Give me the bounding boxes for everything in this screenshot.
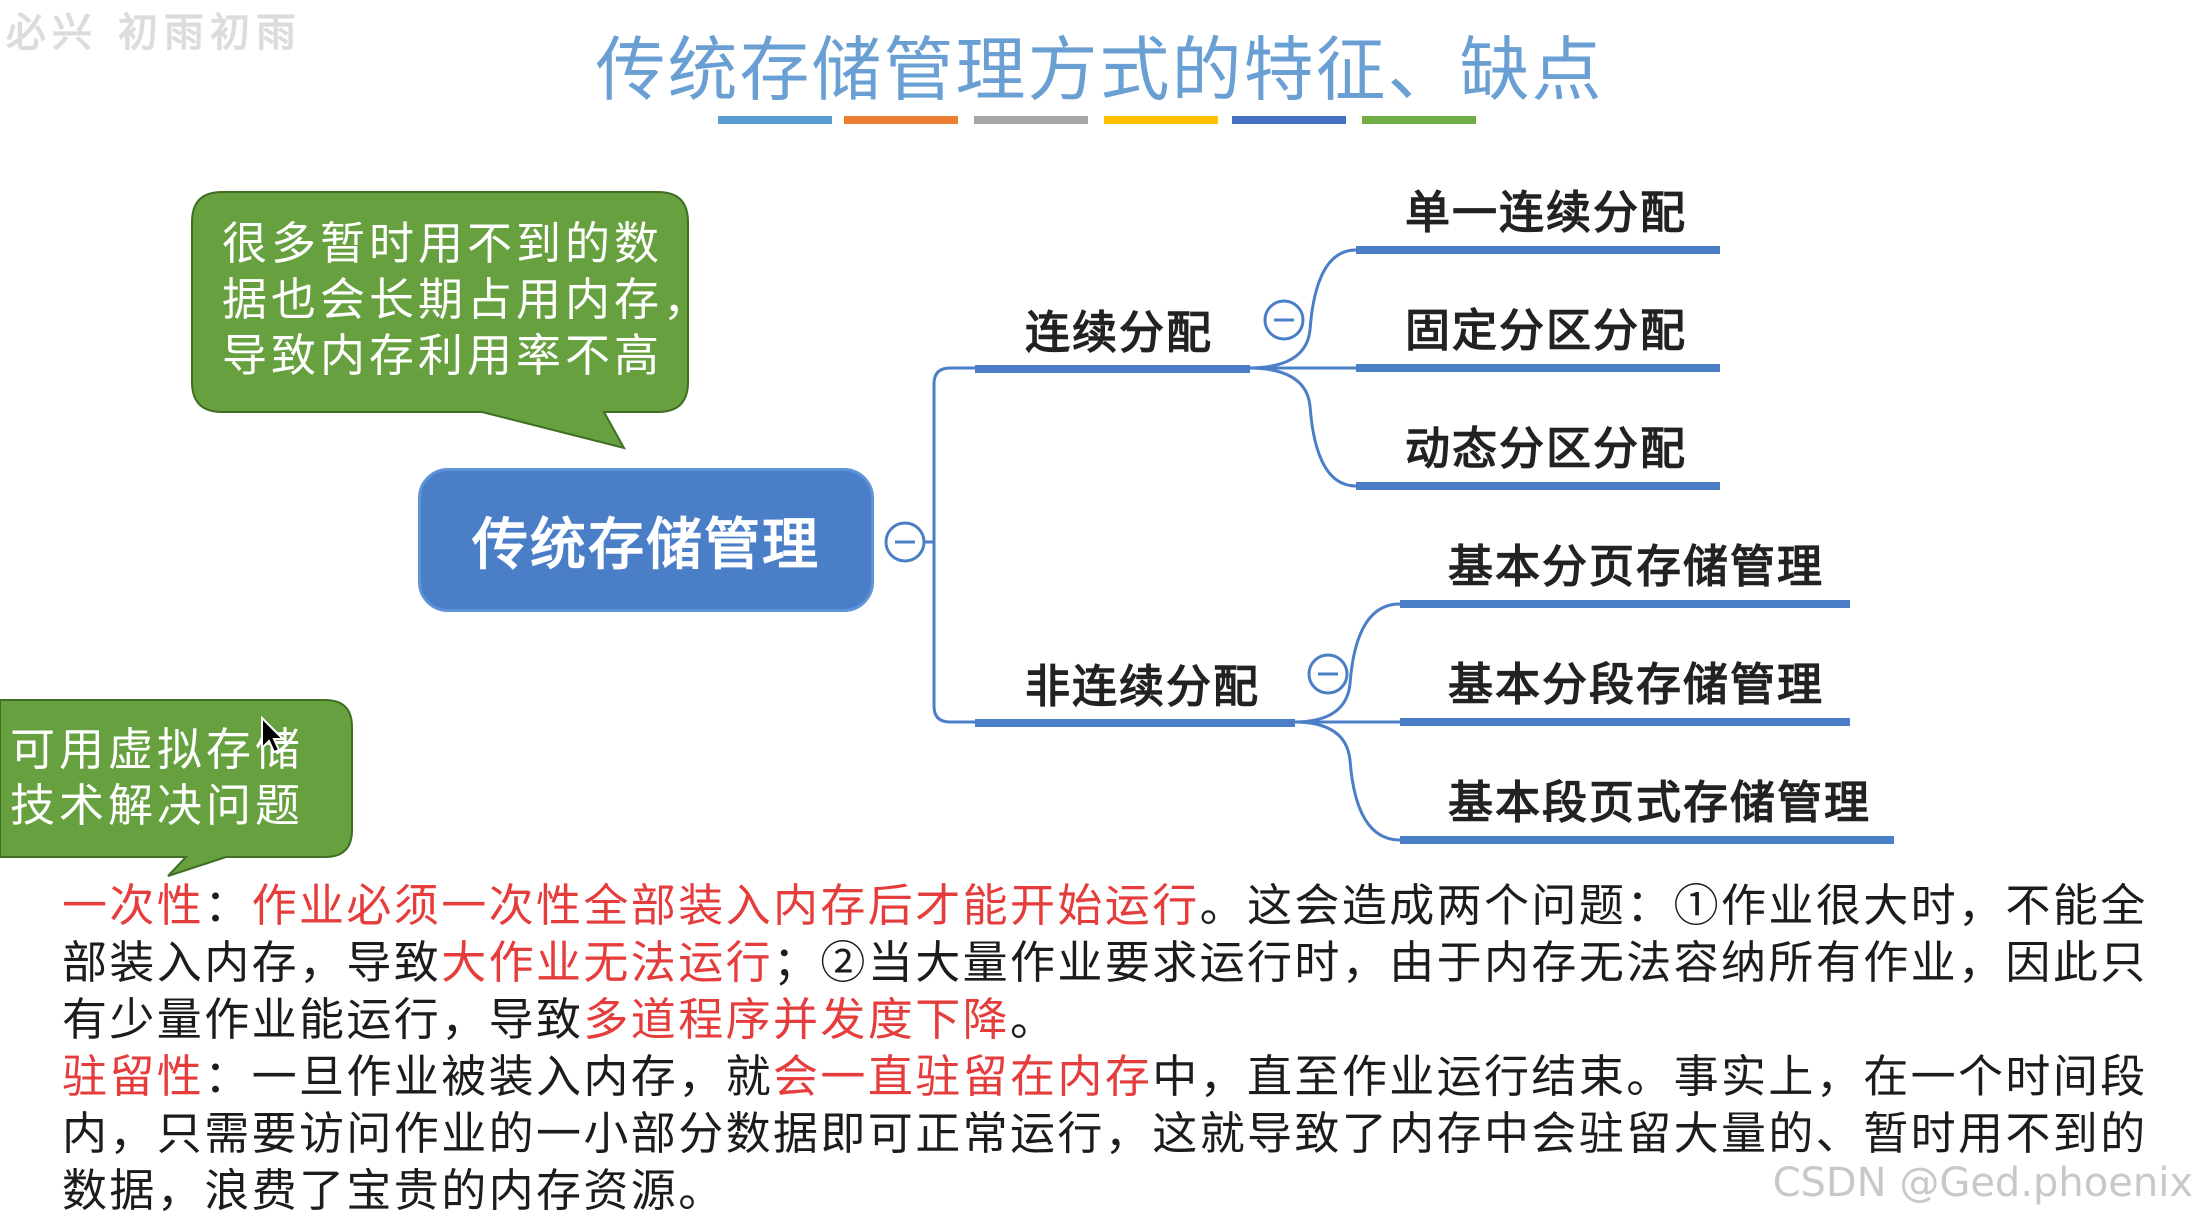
underline-segment-6 <box>1362 116 1476 124</box>
branch-label-noncontiguous[interactable]: 非连续分配 <box>1025 660 1261 713</box>
csdn-watermark: CSDN @Ged.phoenix <box>1772 1160 2193 1206</box>
callout-top-text: 很多暂时用不到的数 据也会长期占用内存， 导致内存利用率不高 <box>222 216 712 384</box>
branch1-to-child3 <box>1247 366 1357 488</box>
callout-left-text: 可用虚拟存储 技术解决问题 <box>10 722 304 834</box>
paragraph-one-time: 一次性：作业必须一次性全部装入内存后才能开始运行。这会造成两个问题：①作业很大时… <box>62 877 2172 1048</box>
leaf-underline-1 <box>1356 246 1720 254</box>
root-collapse-icon[interactable] <box>884 521 926 563</box>
highlight-span: 多道程序并发度下降 <box>583 993 1011 1046</box>
term-one-time: 一次性 <box>62 879 205 932</box>
page-title: 传统存储管理方式的特征、缺点 <box>595 29 1604 111</box>
branch2-collapse-icon[interactable] <box>1307 653 1349 695</box>
leaf-underline-4 <box>1400 600 1850 608</box>
body-text: 一次性：作业必须一次性全部装入内存后才能开始运行。这会造成两个问题：①作业很大时… <box>62 877 2172 1219</box>
underline-segment-2 <box>844 116 958 124</box>
callout-top-shape <box>191 191 689 450</box>
trunk-down <box>932 542 975 724</box>
callout-bubbles <box>0 191 689 877</box>
branch2-underline <box>975 719 1295 727</box>
leaf-underline-6 <box>1400 836 1894 844</box>
leaf-label[interactable]: 固定分区分配 <box>1405 304 1688 357</box>
trunk-up <box>932 366 975 542</box>
mouse-cursor-icon <box>261 716 286 754</box>
branch2-to-child3 <box>1293 720 1401 842</box>
branch-label-contiguous[interactable]: 连续分配 <box>1025 306 1214 359</box>
callout-left-line: 可用虚拟存储 <box>10 723 305 776</box>
branch1-to-child1 <box>1247 248 1357 370</box>
leaf-label[interactable]: 基本分段存储管理 <box>1448 658 1825 711</box>
leaf-underline-3 <box>1356 482 1720 490</box>
mindmap-connectors <box>884 246 1894 844</box>
text-span: ： <box>204 879 252 932</box>
top-left-watermark: 必兴 初雨初雨 <box>6 10 302 56</box>
text-span: ：一旦作业被装入内存，就 <box>204 1050 774 1103</box>
branch1-collapse-icon[interactable] <box>1263 299 1305 341</box>
underline-segment-3 <box>974 116 1088 124</box>
branch2-to-child1 <box>1293 602 1401 724</box>
highlight-span: 会一直驻留在内存 <box>773 1050 1153 1103</box>
text-span: 。这会造成两个问题：①作业很大时，不能全部装入内存，导致 <box>62 879 2148 989</box>
paragraph-residency: 驻留性：一旦作业被装入内存，就会一直驻留在内存中，直至作业运行结束。事实上，在一… <box>62 1048 2172 1219</box>
title-underline <box>718 116 1476 124</box>
text-span: 。 <box>1010 993 1058 1046</box>
highlight-span: 大作业无法运行 <box>441 936 774 989</box>
highlight-span: 作业必须一次性全部装入内存后才能开始运行 <box>251 879 1200 932</box>
branch1-underline <box>975 365 1250 373</box>
callout-top-line: 导致内存利用率不高 <box>222 329 664 382</box>
callout-top-line: 很多暂时用不到的数 <box>222 217 664 270</box>
callout-left-line: 技术解决问题 <box>10 779 305 832</box>
text-span: 中，直至作业运行结束。事实上，在一个时间段内，只需要访问作业的一小部分数据即可正… <box>62 1050 2148 1217</box>
callout-top-line: 据也会长期占用内存， <box>222 273 713 326</box>
leaf-label[interactable]: 单一连续分配 <box>1405 186 1688 239</box>
underline-segment-1 <box>718 116 832 124</box>
underline-segment-4 <box>1104 116 1218 124</box>
text-span: ；②当大量作业要求运行时，由于内存无法容纳所有作业，因此只有少量作业能运行，导致 <box>62 936 2148 1046</box>
leaf-underline-2 <box>1356 364 1720 372</box>
term-residency: 驻留性 <box>62 1050 205 1103</box>
leaf-underline-5 <box>1400 718 1850 726</box>
underline-segment-5 <box>1232 116 1346 124</box>
leaf-label[interactable]: 动态分区分配 <box>1405 422 1688 475</box>
leaf-label[interactable]: 基本分页存储管理 <box>1448 540 1825 593</box>
leaf-label[interactable]: 基本段页式存储管理 <box>1448 776 1872 829</box>
mindmap-root-node[interactable]: 传统存储管理 <box>418 468 874 612</box>
